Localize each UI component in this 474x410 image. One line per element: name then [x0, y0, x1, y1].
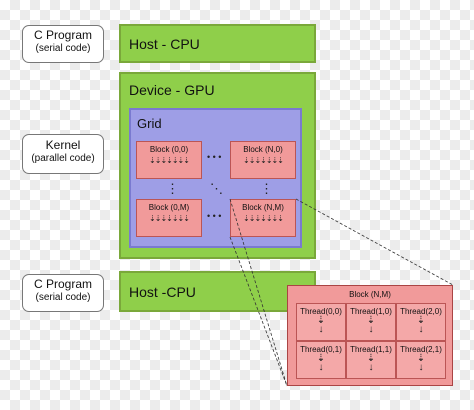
- callout-subtitle: (serial code): [35, 42, 91, 54]
- thread-arrow-icon: ⇣↓: [316, 315, 326, 335]
- thread-cell: Thread(2,0) ⇣↓: [396, 303, 446, 341]
- block-n-0: Block (N,0) ⇣⇣⇣⇣⇣⇣⇣: [230, 141, 296, 179]
- thread-arrows: ⇣⇣⇣⇣⇣⇣⇣: [149, 214, 190, 223]
- thread-arrows: ⇣⇣⇣⇣⇣⇣⇣: [243, 214, 284, 223]
- ellipsis-horizontal-bottom: • • •: [207, 211, 222, 221]
- ellipsis-diagonal: ⋱: [210, 181, 223, 196]
- thread-cell: Thread(0,1) ⇣↓: [296, 341, 346, 379]
- kernel-callout: Kernel (parallel code): [22, 134, 104, 174]
- serial-code-callout-bottom: C Program (serial code): [22, 274, 104, 312]
- host-cpu-label: Host -CPU: [129, 284, 196, 300]
- ellipsis-vertical-left: ⋮: [166, 181, 179, 196]
- zoomed-block: Block (N,M) Thread(0,0) ⇣↓ Thread(1,0) ⇣…: [287, 285, 453, 386]
- thread-arrow-icon: ⇣↓: [416, 353, 426, 373]
- host-cpu-box-top: Host - CPU: [119, 24, 316, 63]
- thread-arrow-icon: ⇣↓: [366, 315, 376, 335]
- thread-cell: Thread(0,0) ⇣↓: [296, 303, 346, 341]
- thread-cell: Thread(2,1) ⇣↓: [396, 341, 446, 379]
- ellipsis-vertical-right: ⋮: [260, 181, 273, 196]
- host-cpu-box-bottom: Host -CPU: [119, 271, 316, 312]
- thread-arrows: ⇣⇣⇣⇣⇣⇣⇣: [243, 156, 284, 165]
- zoomed-block-title: Block (N,M): [349, 290, 391, 299]
- callout-subtitle: (parallel code): [31, 152, 95, 164]
- thread-arrow-icon: ⇣↓: [316, 353, 326, 373]
- thread-label: Thread(0,0): [300, 307, 342, 316]
- callout-title: Kernel: [45, 138, 81, 152]
- ellipsis-horizontal-top: • • •: [207, 152, 222, 162]
- block-label: Block (N,0): [243, 145, 283, 154]
- block-0-m: Block (0,M) ⇣⇣⇣⇣⇣⇣⇣: [136, 199, 202, 237]
- thread-label: Thread(1,0): [350, 307, 392, 316]
- callout-title: C Program: [33, 277, 92, 291]
- callout-subtitle: (serial code): [35, 291, 91, 303]
- thread-arrow-icon: ⇣↓: [366, 353, 376, 373]
- thread-label: Thread(1,1): [350, 345, 392, 354]
- thread-arrows: ⇣⇣⇣⇣⇣⇣⇣: [149, 156, 190, 165]
- thread-label: Thread(0,1): [300, 345, 342, 354]
- callout-title: C Program: [33, 28, 92, 42]
- thread-cell: Thread(1,0) ⇣↓: [346, 303, 396, 341]
- block-0-0: Block (0,0) ⇣⇣⇣⇣⇣⇣⇣: [136, 141, 202, 179]
- host-cpu-label: Host - CPU: [129, 36, 200, 52]
- grid-label: Grid: [137, 116, 162, 131]
- thread-cell: Thread(1,1) ⇣↓: [346, 341, 396, 379]
- block-n-m: Block (N,M) ⇣⇣⇣⇣⇣⇣⇣: [230, 199, 296, 237]
- block-label: Block (0,M): [148, 203, 190, 212]
- thread-label: Thread(2,0): [400, 307, 442, 316]
- block-label: Block (N,M): [242, 203, 284, 212]
- thread-arrow-icon: ⇣↓: [416, 315, 426, 335]
- serial-code-callout-top: C Program (serial code): [22, 25, 104, 63]
- device-gpu-label: Device - GPU: [129, 82, 215, 98]
- thread-label: Thread(2,1): [400, 345, 442, 354]
- block-label: Block (0,0): [149, 145, 189, 154]
